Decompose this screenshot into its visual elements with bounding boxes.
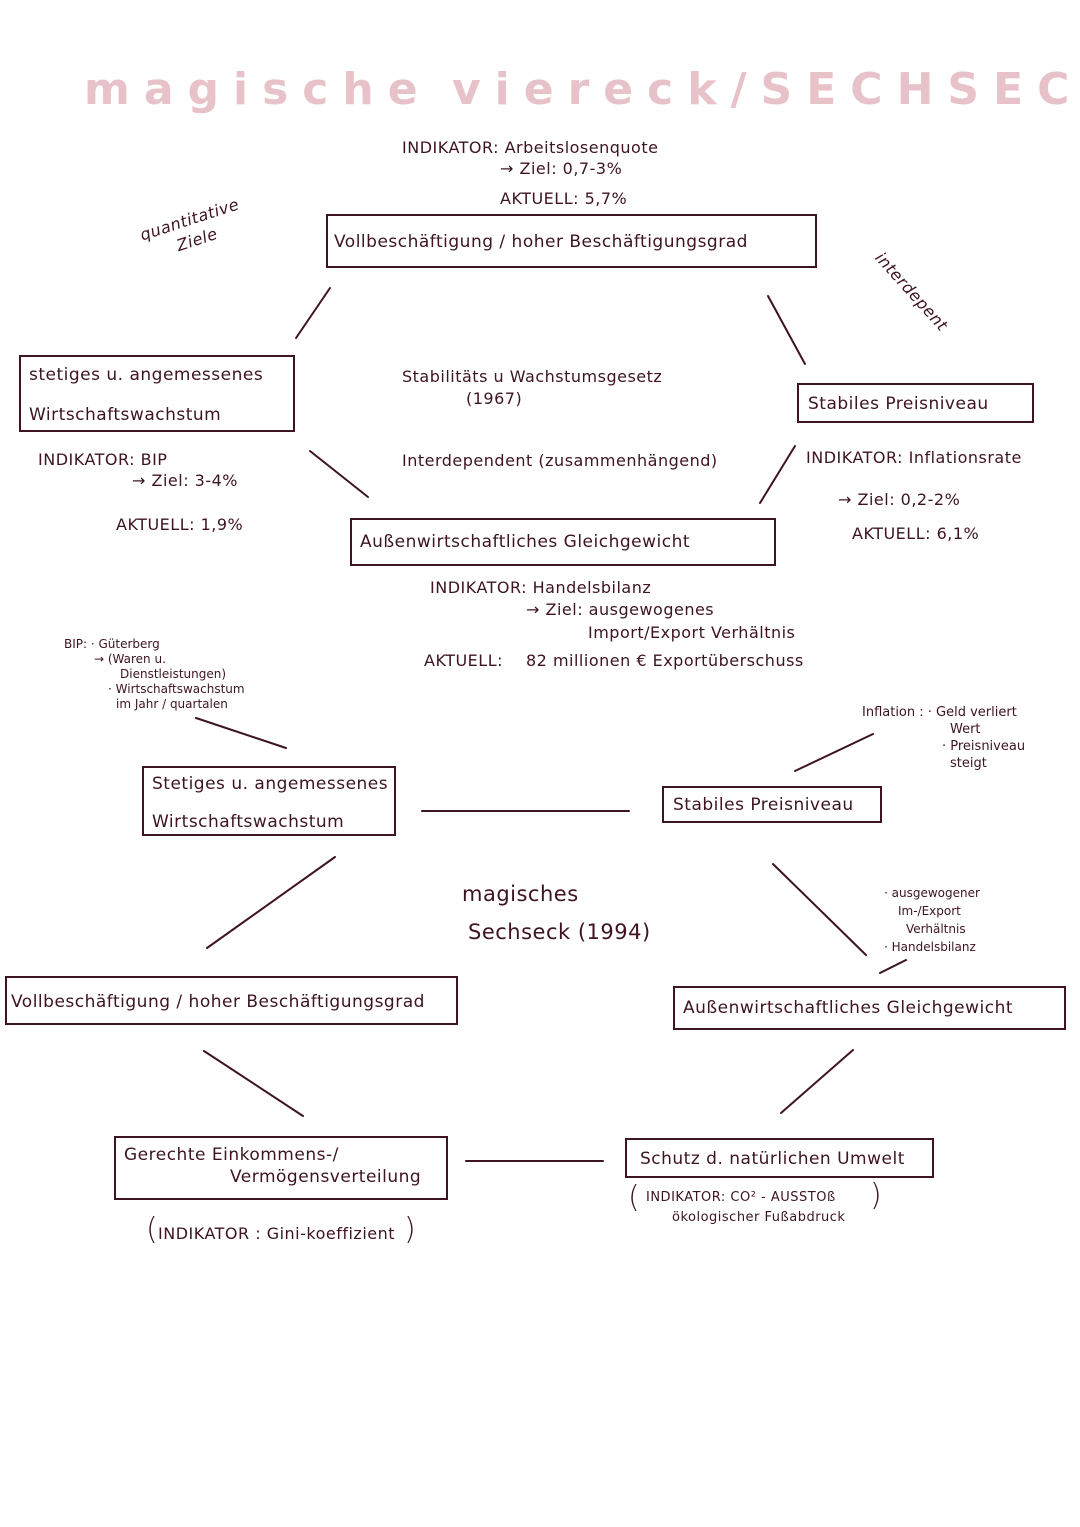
- bottom-target-line2: Import/Export Verhältnis: [588, 623, 796, 642]
- inflation-note: Inflation : · Geld verliert Wert · Preis…: [862, 704, 1025, 772]
- inflation-note-l2: Wert: [950, 722, 981, 737]
- top-current: AKTUELL: 5,7%: [500, 189, 628, 208]
- box-label: Stabiles Preisniveau: [808, 394, 989, 414]
- line-wachstum-beschaeftigung: [206, 856, 336, 949]
- line-top-right: [767, 295, 806, 365]
- line-preis-aussen: [772, 863, 867, 956]
- box-aussenwirtschaft-bottom: Außenwirtschaftliches Gleichgewicht: [350, 518, 776, 566]
- title-magische: magische: [84, 64, 432, 115]
- bottom-indicator: INDIKATOR: Handelsbilanz: [430, 578, 652, 597]
- box-label: Schutz d. natürlichen Umwelt: [640, 1149, 905, 1169]
- einkommen-indicator: INDIKATOR : Gini-koeffizient: [158, 1224, 396, 1243]
- left-current: AKTUELL: 1,9%: [116, 515, 244, 534]
- box-preisniveau-sechseck: Stabiles Preisniveau: [662, 786, 882, 823]
- bip-note-l5: im Jahr / quartalen: [116, 697, 228, 711]
- bip-note-l2: → (Waren u.: [94, 652, 166, 666]
- line-left-bottom: [309, 450, 369, 498]
- umwelt-sub: ökologischer Fußabdruck: [672, 1210, 846, 1225]
- box-label-line2: Wirtschaftswachstum: [29, 405, 222, 425]
- bottom-current-label: AKTUELL:: [424, 651, 504, 670]
- bip-note: BIP: · Güterberg → (Waren u. Dienstleist…: [64, 637, 245, 712]
- bottom-current-value: 82 millionen € Exportüberschuss: [526, 651, 804, 670]
- box-label: Außenwirtschaftliches Gleichgewicht: [683, 998, 1014, 1018]
- inflation-note-l4: steigt: [950, 756, 987, 771]
- box-label-line2: Wirtschaftswachstum: [152, 812, 345, 832]
- line-inflation-note: [794, 733, 874, 772]
- box-label-line2: Vermögensverteilung: [230, 1167, 422, 1187]
- law-line1: Stabilitäts u Wachstumsgesetz: [402, 367, 663, 386]
- paren-close-umwelt: ): [870, 1178, 882, 1213]
- law-line2: (1967): [466, 389, 523, 408]
- box-wachstum-sechseck: Stetiges u. angemessenes Wirtschaftswach…: [142, 766, 396, 836]
- box-label: Vollbeschäftigung / hoher Beschäftigungs…: [334, 232, 748, 252]
- box-vollbeschaeftigung-top: Vollbeschäftigung / hoher Beschäftigungs…: [326, 214, 817, 268]
- line-top-left: [295, 287, 331, 339]
- ausgewogen-note: · ausgewogener Im-/Export Verhältnis · H…: [884, 884, 980, 956]
- paren-open-umwelt: (: [628, 1180, 640, 1215]
- box-aussenwirtschaft-sechseck: Außenwirtschaftliches Gleichgewicht: [673, 986, 1066, 1030]
- box-vollbeschaeftigung-sechseck: Vollbeschäftigung / hoher Beschäftigungs…: [5, 976, 458, 1025]
- bip-note-l3: Dienstleistungen): [120, 667, 227, 681]
- sechseck-center-line2: Sechseck (1994): [468, 920, 651, 944]
- interdependent-text: Interdependent (zusammenhängend): [402, 451, 718, 470]
- ausgewogen-note-l3: Verhältnis: [906, 922, 966, 936]
- top-target: → Ziel: 0,7-3%: [500, 159, 623, 178]
- box-label: Außenwirtschaftliches Gleichgewicht: [360, 532, 691, 552]
- box-label-line1: stetiges u. angemessenes: [29, 365, 264, 385]
- right-target: → Ziel: 0,2-2%: [838, 490, 961, 509]
- box-wachstum-left: stetiges u. angemessenes Wirtschaftswach…: [19, 355, 295, 432]
- sechseck-center-line1: magisches: [462, 882, 579, 906]
- ausgewogen-note-l1: · ausgewogener: [884, 886, 980, 900]
- line-bip-note: [195, 717, 287, 749]
- paren-close-gini: ): [404, 1212, 416, 1247]
- box-label: Vollbeschäftigung / hoher Beschäftigungs…: [11, 992, 425, 1012]
- box-label: Stabiles Preisniveau: [673, 795, 854, 815]
- line-beschaeftigung-einkommen: [203, 1050, 304, 1117]
- box-label-line1: Gerechte Einkommens-/: [124, 1145, 339, 1165]
- inflation-note-l3: · Preisniveau: [942, 739, 1026, 754]
- bip-note-l4: · Wirtschaftswachstum: [108, 682, 245, 696]
- ausgewogen-note-l4: · Handelsbilanz: [884, 940, 976, 954]
- right-indicator: INDIKATOR: Inflationsrate: [806, 448, 1022, 467]
- line-aussen-umwelt: [780, 1049, 854, 1114]
- bottom-target-line1: → Ziel: ausgewogenes: [526, 600, 715, 619]
- top-indicator: INDIKATOR: Arbeitslosenquote: [402, 138, 659, 157]
- box-umwelt: Schutz d. natürlichen Umwelt: [625, 1138, 934, 1178]
- box-label-line1: Stetiges u. angemessenes: [152, 774, 389, 794]
- ausgewogen-note-l2: Im-/Export: [898, 904, 961, 918]
- right-current: AKTUELL: 6,1%: [852, 524, 980, 543]
- umwelt-indicator: INDIKATOR: CO² - AUSSTOß: [646, 1190, 836, 1205]
- left-target: → Ziel: 3-4%: [132, 471, 238, 490]
- line-ausgewogen-note: [879, 959, 907, 974]
- line-right-bottom: [759, 445, 796, 504]
- inflation-note-l1: Inflation : · Geld verliert: [862, 705, 1017, 720]
- paren-open-gini: (: [146, 1212, 158, 1247]
- left-indicator: INDIKATOR: BIP: [38, 450, 168, 469]
- title-viereck-sechseck: viereck/SECHSECK: [452, 64, 1080, 115]
- box-preisniveau-right: Stabiles Preisniveau: [797, 383, 1034, 423]
- box-einkommen: Gerechte Einkommens-/ Vermögensverteilun…: [114, 1136, 448, 1200]
- bip-note-l1: BIP: · Güterberg: [64, 637, 160, 651]
